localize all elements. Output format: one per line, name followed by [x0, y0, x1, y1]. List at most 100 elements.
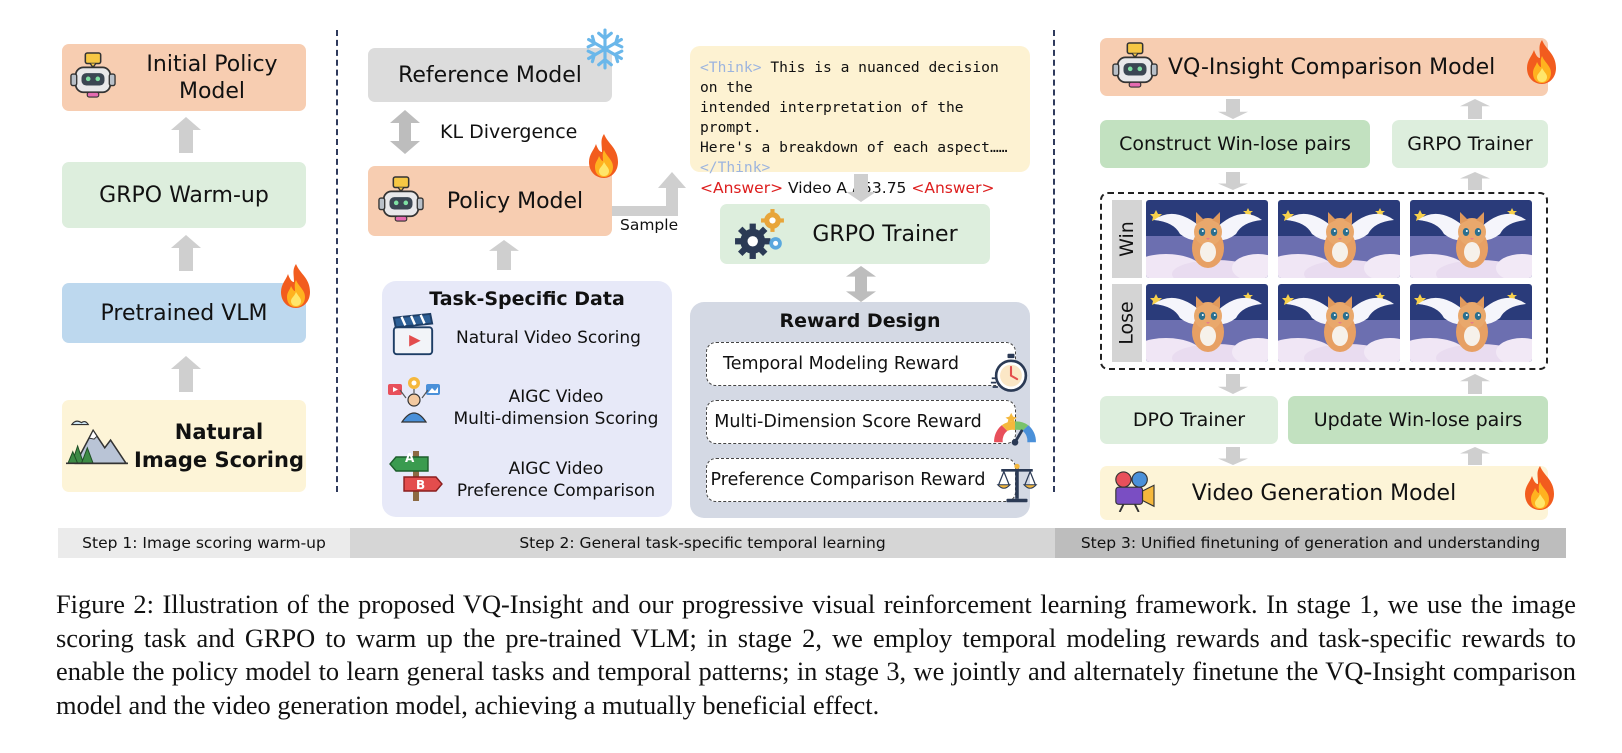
reward-preference: Preference Comparison Reward: [706, 458, 1016, 502]
dpo-trainer-box: DPO Trainer: [1100, 396, 1278, 444]
cat-image: [1278, 284, 1400, 362]
task-aigc-multidim-line1: AIGC Video: [508, 387, 604, 407]
comparison-model-label: VQ-Insight Comparison Model: [1168, 54, 1496, 80]
grpo-trainer-step3-label: GRPO Trainer: [1407, 133, 1533, 155]
update-pairs-label: Update Win-lose pairs: [1313, 409, 1523, 431]
initial-policy-model-label: Initial Policy Model: [146, 51, 278, 104]
answer-close-tag: <Answer>: [911, 179, 995, 197]
robot-icon: [70, 52, 116, 98]
snowflake-icon: [584, 28, 626, 70]
kl-divergence-label: KL Divergence: [440, 121, 578, 143]
reward-design-title: Reward Design: [779, 310, 941, 332]
sign-label-a: A: [405, 451, 415, 465]
think-answer-box: <Think> This is a nuanced decision on th…: [690, 46, 1030, 197]
arrow-up-icon: [171, 235, 201, 271]
video-generation-box: Video Generation Model: [1100, 466, 1548, 520]
answer-open-tag: <Answer>: [700, 179, 784, 197]
reward-temporal: Temporal Modeling Reward: [706, 342, 1016, 386]
natural-image-scoring-box: Natural Image Scoring: [62, 400, 306, 492]
reference-model-label: Reference Model: [398, 62, 582, 88]
step1-footer-label: Step 1: Image scoring warm-up: [82, 534, 326, 552]
clapperboard-icon: [390, 312, 436, 358]
update-pairs-box: Update Win-lose pairs: [1288, 396, 1548, 444]
arrow-up-icon: [1460, 172, 1490, 190]
task-natural-video: Natural Video Scoring: [456, 328, 641, 348]
arrow-up-icon: [1460, 99, 1490, 119]
video-generation-label: Video Generation Model: [1191, 480, 1457, 506]
camera-icon: [1110, 470, 1156, 512]
step1-footer: Step 1: Image scoring warm-up: [58, 528, 350, 558]
reward-multidim-label: Multi-Dimension Score Reward: [714, 412, 982, 432]
arrow-down-icon: [1218, 447, 1248, 465]
lose-label: Lose: [1116, 301, 1138, 345]
cat-image: [1146, 284, 1268, 362]
arrow-up-icon: [1460, 374, 1490, 394]
reference-model-box: Reference Model: [368, 48, 612, 102]
natural-image-scoring-line1: Natural: [174, 420, 264, 444]
figure-caption: Figure 2: Illustration of the proposed V…: [56, 589, 1576, 720]
sign-label-b: B: [416, 478, 426, 492]
robot-icon: [1112, 42, 1158, 88]
task-specific-title: Task-Specific Data: [429, 288, 625, 310]
reward-multidim: Multi-Dimension Score Reward: [706, 400, 1016, 444]
sample-arrow: [612, 172, 686, 216]
arrow-up-icon: [171, 356, 201, 392]
win-label: Win: [1116, 221, 1139, 257]
person-media-icon: [386, 376, 442, 424]
arrow-updown-icon: [846, 266, 876, 302]
policy-model-label: Policy Model: [446, 188, 584, 214]
arrow-up-icon: [489, 240, 519, 270]
reward-preference-label: Preference Comparison Reward: [710, 470, 986, 490]
win-label-bar: Win: [1112, 200, 1142, 278]
step2-footer: Step 2: General task-specific temporal l…: [350, 528, 1055, 558]
arrow-down-icon: [846, 174, 876, 202]
pretrained-vlm-label: Pretrained VLM: [100, 300, 268, 326]
task-aigc-preference-line1: AIGC Video: [508, 459, 604, 479]
reward-temporal-label: Temporal Modeling Reward: [722, 354, 960, 374]
task-aigc-preference-line2: Preference Comparison: [456, 481, 656, 501]
robot-icon: [378, 176, 424, 222]
step2-footer-label: Step 2: General task-specific temporal l…: [519, 534, 886, 552]
construct-pairs-label: Construct Win-lose pairs: [1119, 133, 1351, 155]
step3-footer-label: Step 3: Unified finetuning of generation…: [1080, 534, 1541, 552]
arrow-up-icon: [1460, 447, 1490, 465]
arrow-up-icon: [171, 117, 201, 153]
divider-1: [336, 30, 338, 492]
win-lose-grid: [1100, 192, 1548, 370]
mountain-icon: [66, 416, 128, 468]
signpost-icon: [388, 449, 444, 501]
grpo-warmup-label: GRPO Warm-up: [99, 182, 269, 208]
comparison-model-box: VQ-Insight Comparison Model: [1100, 38, 1548, 96]
dpo-trainer-label: DPO Trainer: [1132, 409, 1246, 431]
grpo-warmup-box: GRPO Warm-up: [62, 162, 306, 228]
natural-image-scoring-line2: Image Scoring: [134, 448, 304, 472]
step3-footer: Step 3: Unified finetuning of generation…: [1055, 528, 1566, 558]
fire-icon: [1522, 38, 1562, 86]
lose-label-bar: Lose: [1112, 284, 1142, 362]
arrow-updown-icon: [390, 110, 420, 154]
gears-icon: [734, 208, 786, 260]
think-open-tag: <Think>: [700, 59, 762, 76]
scale-icon: [996, 462, 1038, 504]
pretrained-vlm-box: Pretrained VLM: [62, 283, 306, 343]
grpo-trainer-label: GRPO Trainer: [812, 221, 958, 247]
think-close-tag: </Think>: [700, 159, 771, 176]
sample-label: Sample: [620, 216, 679, 234]
fire-icon: [1520, 464, 1560, 512]
fire-icon: [276, 262, 316, 310]
divider-2: [1053, 30, 1055, 492]
answer-value: Video A / 53.75: [788, 179, 907, 197]
cat-image: [1410, 284, 1532, 362]
think-text-2: intended interpretation of the prompt.: [700, 99, 964, 136]
arrow-down-icon: [1218, 374, 1248, 394]
arrow-down-icon: [1218, 99, 1248, 119]
cat-image: [1278, 200, 1400, 278]
gauge-icon: [990, 410, 1040, 448]
think-text-1: This is a nuanced decision on the: [700, 59, 999, 96]
construct-pairs-box: Construct Win-lose pairs: [1100, 120, 1370, 168]
task-aigc-multidim-line2: Multi-dimension Scoring: [453, 409, 659, 429]
cat-image: [1146, 200, 1268, 278]
task-aigc-multidim: AIGC Video Multi-dimension Scoring: [446, 386, 666, 430]
arrow-down-icon: [1218, 172, 1248, 190]
think-text-3: Here's a breakdown of each aspect……: [700, 139, 1008, 156]
